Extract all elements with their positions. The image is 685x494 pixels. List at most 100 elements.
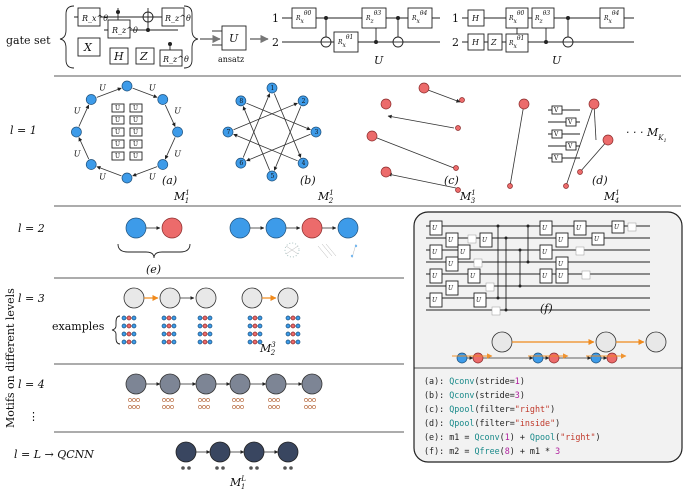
node-index: 1 <box>271 85 275 92</box>
example-node <box>161 331 167 337</box>
edge-label: U <box>74 149 81 158</box>
motif-d-circuit: V V V V V <box>548 105 580 163</box>
qubit-node <box>266 170 278 182</box>
svg-text:U: U <box>432 273 438 280</box>
svg-text:U: U <box>115 117 120 124</box>
pool-edge <box>427 89 461 103</box>
example-node <box>202 315 208 321</box>
example-node <box>161 339 167 345</box>
rx-gate-label: R_x^θ <box>81 14 108 23</box>
pooled-node <box>418 82 430 94</box>
ansatz-gate-label: U <box>229 32 239 45</box>
level-L-node <box>277 441 299 463</box>
node-index: 2 <box>302 98 306 105</box>
svg-text:U: U <box>133 141 138 148</box>
example-node <box>166 331 172 337</box>
motif-f-label: (f) <box>540 302 553 315</box>
svg-text:V: V <box>567 119 573 126</box>
edge-label: U <box>174 107 181 116</box>
u2-gate <box>555 232 569 248</box>
level-4-node <box>195 373 217 395</box>
code-line: (d): Qpool(filter="inside") <box>424 418 560 428</box>
level-4-node <box>265 373 287 395</box>
example-node <box>126 323 132 329</box>
svg-text:U: U <box>552 54 562 67</box>
measured-node <box>459 97 465 103</box>
svg-text:H: H <box>471 38 480 47</box>
example-node <box>171 331 177 337</box>
example-node <box>161 315 167 321</box>
measured-node <box>455 125 461 131</box>
code-line: (f): m2 = Qfree(8) + m1 * 3 <box>424 446 560 456</box>
pooled-node <box>380 98 392 110</box>
measured-node <box>453 165 459 171</box>
node-index: 7 <box>227 129 231 136</box>
level-L-motif <box>175 441 299 470</box>
example-node <box>121 339 127 345</box>
qubit-node <box>71 126 82 138</box>
example-node <box>285 315 291 321</box>
svg-text:U: U <box>558 273 564 280</box>
measured-node <box>577 169 583 175</box>
ansatz-gate <box>221 25 247 51</box>
motif-a-label: (a) <box>162 174 177 187</box>
code-line: (b): Qconv(stride=3) <box>424 390 525 400</box>
gate-set-right-brace <box>183 5 199 69</box>
svg-text:U: U <box>115 153 120 160</box>
example-node <box>207 323 213 329</box>
example-node <box>285 323 291 329</box>
level-2-motifs: (e) <box>117 217 359 276</box>
level-4-node <box>301 373 323 395</box>
example-node <box>257 315 263 321</box>
edge-label: U <box>149 172 156 181</box>
pool-edge <box>509 103 525 187</box>
svg-text:U: U <box>476 297 482 304</box>
pool-edge <box>371 135 455 169</box>
qubit-node <box>310 126 322 138</box>
example-node <box>121 331 127 337</box>
example-node <box>295 323 301 329</box>
svg-text:U: U <box>542 225 548 232</box>
gate-set-circuit: R_x^θ X R_z^θ R_z^θ H Z R_z^θ <box>74 7 191 67</box>
edge-label: U <box>149 84 156 93</box>
measured-node <box>455 187 461 193</box>
level-dots: ⋮ <box>28 410 39 423</box>
svg-text:U: U <box>576 225 582 232</box>
svg-text:U: U <box>133 153 138 160</box>
u1-gate <box>429 244 443 260</box>
example-node <box>247 331 253 337</box>
example-node <box>290 323 296 329</box>
example-node <box>207 315 213 321</box>
u1-gate <box>473 292 487 308</box>
pool-edge <box>565 103 595 187</box>
measured-node <box>507 183 513 189</box>
u1-gate <box>479 232 493 248</box>
u2-gate <box>539 244 553 260</box>
svg-text:U: U <box>482 237 488 244</box>
svg-text:U: U <box>542 249 548 256</box>
svg-text:U: U <box>558 261 564 268</box>
svg-text:V: V <box>553 131 559 138</box>
svg-text:U: U <box>460 249 466 256</box>
qubit-node <box>235 157 247 169</box>
star-edge <box>233 133 298 162</box>
ring-edge <box>96 166 122 177</box>
qubit-node <box>297 95 309 107</box>
star-edge <box>233 102 298 131</box>
node-index: 8 <box>239 98 243 105</box>
ring-edge <box>78 137 90 160</box>
motif-b-label: (b) <box>300 174 316 187</box>
example-node <box>285 331 291 337</box>
z-gate <box>135 47 155 65</box>
example-node <box>202 339 208 345</box>
ansatz-label: ansatz <box>218 55 244 64</box>
example-node <box>252 331 258 337</box>
ring-edge <box>96 87 122 98</box>
edge-label: U <box>99 172 106 181</box>
u1-gate <box>467 268 481 284</box>
